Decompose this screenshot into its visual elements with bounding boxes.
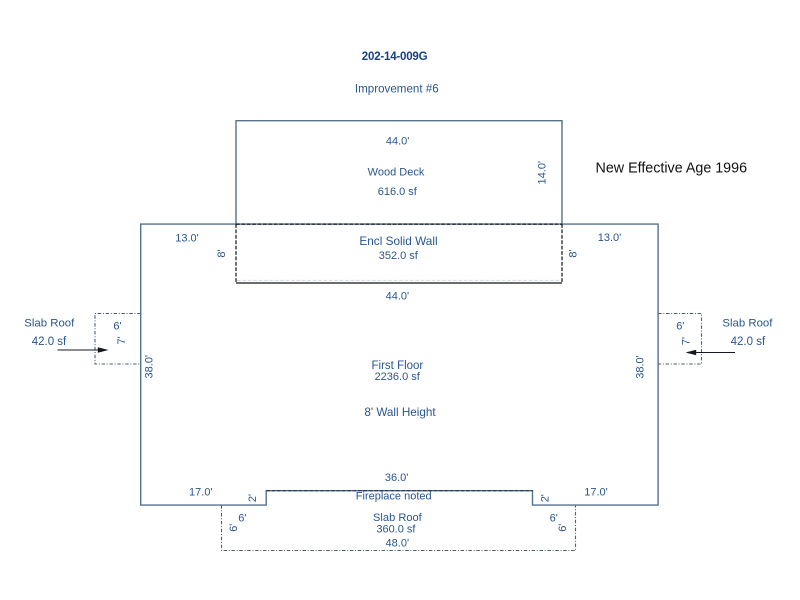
svg-text:44.0': 44.0' [386, 291, 410, 303]
svg-text:14.0': 14.0' [537, 161, 549, 185]
svg-text:44.0': 44.0' [386, 135, 410, 147]
svg-text:7': 7' [681, 337, 693, 345]
svg-text:First Floor: First Floor [372, 360, 424, 372]
svg-text:6': 6' [238, 513, 246, 525]
svg-text:13.0': 13.0' [598, 232, 622, 244]
svg-text:6': 6' [228, 524, 240, 532]
svg-text:38.0': 38.0' [143, 355, 155, 379]
svg-text:42.0 sf: 42.0 sf [32, 336, 67, 348]
svg-text:17.0': 17.0' [189, 487, 213, 499]
svg-text:6': 6' [113, 320, 121, 332]
svg-text:42.0 sf: 42.0 sf [731, 336, 766, 348]
svg-text:616.0 sf: 616.0 sf [378, 186, 418, 198]
svg-text:38.0': 38.0' [635, 355, 647, 379]
svg-text:6': 6' [550, 513, 558, 525]
svg-text:352.0 sf: 352.0 sf [379, 250, 419, 262]
svg-text:Improvement #6: Improvement #6 [355, 83, 439, 96]
svg-text:Slab Roof: Slab Roof [722, 318, 773, 330]
svg-text:2236.0 sf: 2236.0 sf [375, 371, 421, 383]
svg-text:New Effective Age 1996: New Effective Age 1996 [596, 161, 748, 177]
svg-text:6': 6' [557, 524, 569, 532]
svg-text:6': 6' [676, 321, 684, 333]
svg-text:360.0 sf: 360.0 sf [376, 523, 416, 535]
svg-text:2': 2' [247, 494, 259, 502]
svg-text:13.0': 13.0' [175, 232, 199, 244]
svg-text:202-14-009G: 202-14-009G [362, 51, 428, 63]
svg-text:2': 2' [540, 494, 552, 502]
svg-text:17.0': 17.0' [584, 487, 608, 499]
svg-text:48.0': 48.0' [386, 537, 410, 549]
svg-text:Encl Solid Wall: Encl Solid Wall [359, 234, 437, 248]
svg-text:8' Wall Height: 8' Wall Height [364, 406, 436, 419]
svg-text:Wood Deck: Wood Deck [368, 167, 425, 179]
svg-text:Fireplace noted: Fireplace noted [356, 490, 432, 502]
svg-text:8': 8' [568, 249, 580, 257]
svg-text:8': 8' [216, 249, 228, 257]
svg-text:Slab Roof: Slab Roof [373, 512, 423, 524]
svg-text:36.0': 36.0' [385, 472, 409, 484]
svg-text:Slab Roof: Slab Roof [24, 318, 75, 330]
svg-text:7': 7' [116, 336, 128, 344]
